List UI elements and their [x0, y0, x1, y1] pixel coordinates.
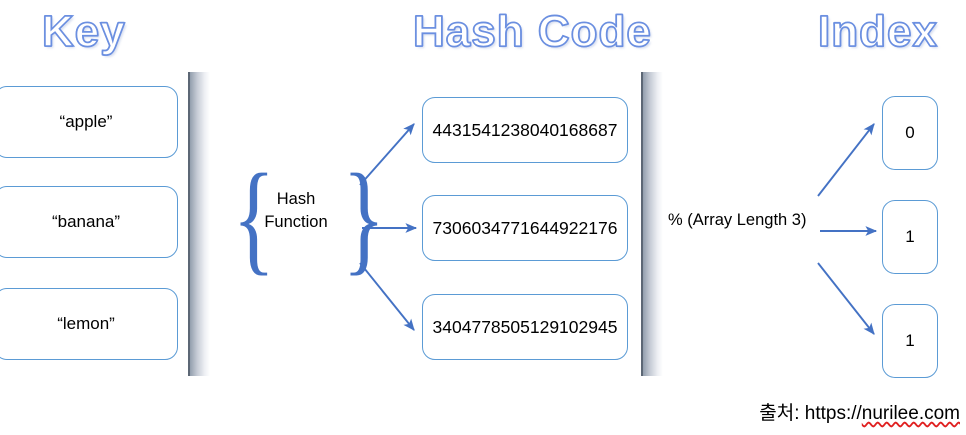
arrow-modulo-to-index-0 — [817, 123, 875, 197]
column-heading-hash-code: Hash Code — [412, 7, 652, 56]
hash-code-box-2: 3404778505129102945 — [422, 294, 628, 360]
key-box-apple: “apple” — [0, 86, 178, 158]
index-box-1: 1 — [882, 200, 938, 274]
hash-code-box-1: 7306034771644922176 — [422, 195, 628, 261]
divider-wall-left — [188, 72, 210, 376]
divider-wall-right — [641, 72, 663, 376]
modulo-operation-label: % (Array Length 3) — [668, 211, 807, 229]
index-box-0: 0 — [882, 96, 938, 170]
hash-function-label: Hash Function — [248, 188, 344, 234]
arrow-modulo-to-index-2 — [817, 262, 875, 335]
brace-open-icon: { — [232, 149, 276, 286]
column-heading-index: Index — [817, 7, 938, 56]
attribution-prefix: 출처: https:// — [759, 403, 862, 424]
attribution-domain: nurilee.com — [861, 403, 960, 424]
hash-code-box-0: 4431541238040168687 — [422, 97, 628, 163]
hash-function-label-line1: Hash — [276, 190, 316, 208]
index-box-2: 1 — [882, 304, 938, 378]
attribution-text: 출처: https://nurilee.com — [759, 398, 960, 425]
brace-close-icon: } — [342, 149, 386, 286]
key-box-banana: “banana” — [0, 186, 178, 258]
key-box-lemon: “lemon” — [0, 288, 178, 360]
hash-function-label-line2: Function — [264, 212, 328, 231]
column-heading-key: Key — [41, 7, 126, 56]
